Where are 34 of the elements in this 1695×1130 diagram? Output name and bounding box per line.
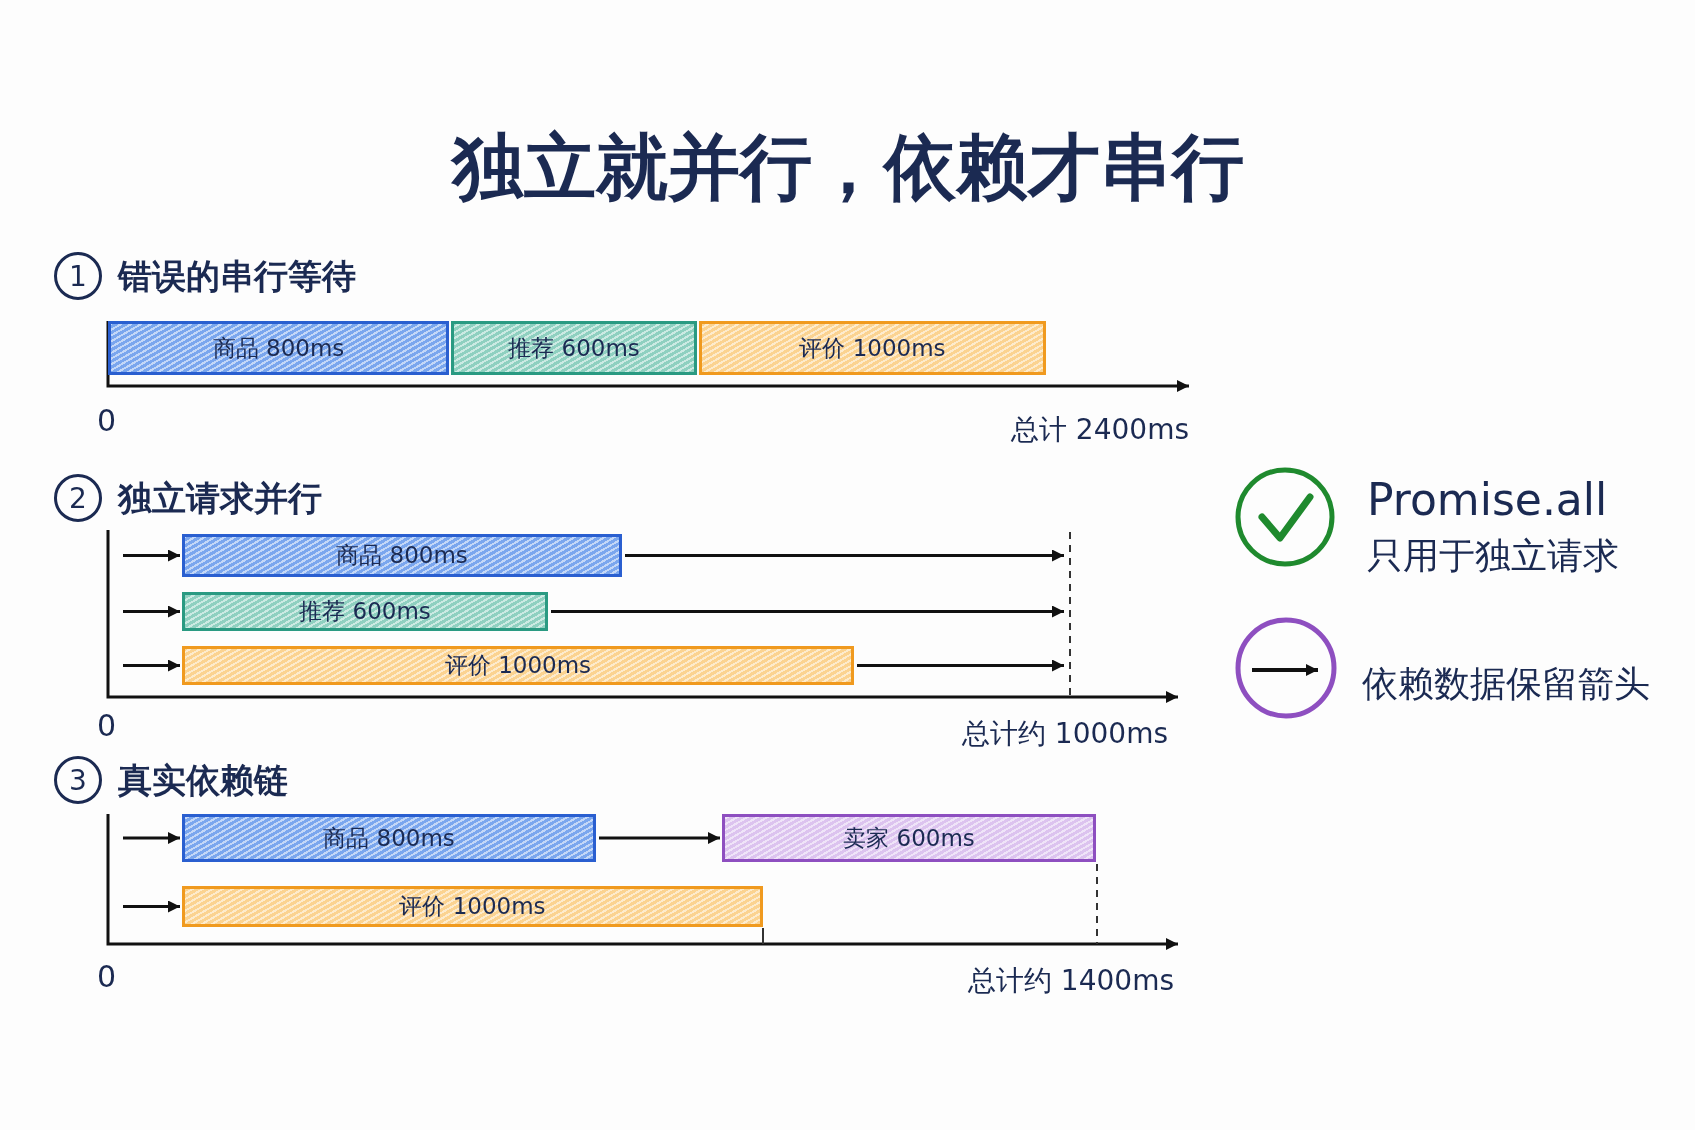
note-text: 依赖数据保留箭头 <box>1362 662 1650 706</box>
axis-origin-label: 0 <box>97 959 117 995</box>
arrow <box>123 659 180 672</box>
note-text: 只用于独立请求 <box>1367 534 1619 578</box>
arrow <box>123 549 180 562</box>
arrow <box>551 605 1064 618</box>
number-circle: 2 <box>54 474 102 522</box>
number-circle: 3 <box>54 756 102 804</box>
section-heading: 真实依赖链 <box>118 759 288 802</box>
arrow <box>599 832 720 844</box>
arrow <box>123 605 180 618</box>
total-time-label: 总计约 1400ms <box>967 964 1174 998</box>
timing-bar: 评价 1000ms <box>699 321 1046 375</box>
arrow <box>857 659 1064 672</box>
api-name: Promise.all <box>1367 473 1608 527</box>
timing-bar: 商品 800ms <box>182 814 596 862</box>
section-heading: 独立请求并行 <box>118 477 322 520</box>
total-time-label: 总计 2400ms <box>1010 413 1189 447</box>
number-circle: 1 <box>54 252 102 300</box>
section-heading: 错误的串行等待 <box>118 255 356 298</box>
timing-bar: 评价 1000ms <box>182 646 854 685</box>
timing-bar: 推荐 600ms <box>182 592 548 631</box>
axis-origin-label: 0 <box>97 708 117 744</box>
timing-bar: 推荐 600ms <box>451 321 697 375</box>
total-time-label: 总计约 1000ms <box>961 717 1168 751</box>
title: 独立就并行，依赖才串行 <box>449 124 1245 211</box>
axis-origin-label: 0 <box>97 403 117 439</box>
timing-bar: 评价 1000ms <box>182 886 763 927</box>
arrow <box>123 832 180 844</box>
arrow <box>625 549 1064 562</box>
timing-bar: 商品 800ms <box>182 534 622 577</box>
arrow <box>123 900 180 913</box>
timing-bar: 商品 800ms <box>108 321 449 375</box>
timing-bar: 卖家 600ms <box>722 814 1096 862</box>
